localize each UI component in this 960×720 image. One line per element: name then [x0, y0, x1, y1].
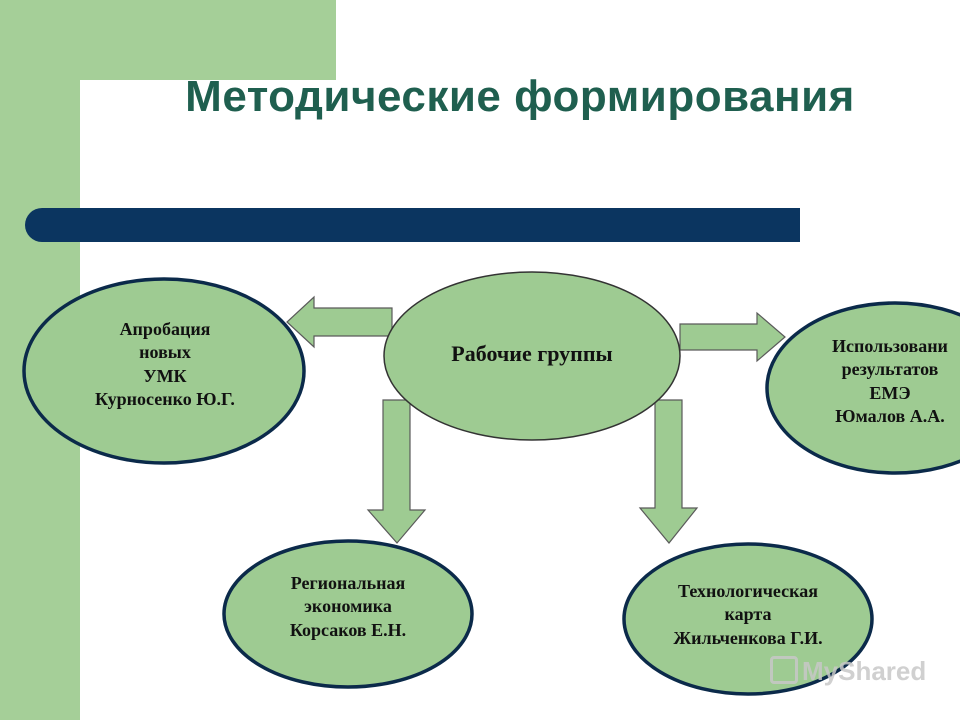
node-bottom-left-line-2: экономика	[304, 596, 392, 617]
node-left-line-3: УМК	[143, 365, 187, 386]
node-right-line-1: Использовани	[832, 336, 948, 356]
arrow-down-left	[366, 399, 427, 544]
node-bottom-right-line-3: Жильченкова Г.И.	[673, 627, 823, 648]
node-bottom-left-line-3: Корсаков Е.Н.	[289, 619, 407, 640]
node-ellipse-left	[22, 277, 306, 465]
node-left-line-2: новых	[139, 342, 191, 363]
node-right-text: Использовани результатов ЕМЭ Юмалов А.А.	[790, 335, 960, 429]
node-bottom-right-line-2: карта	[724, 604, 772, 625]
node-left-text: Апробация новых УМК Курносенко Ю.Г.	[60, 318, 270, 412]
node-left-line-4: Курносенко Ю.Г.	[95, 389, 235, 410]
watermark-text: MyShared	[802, 656, 927, 686]
node-ellipse-bottom-left	[222, 539, 474, 689]
node-bottom-left-text: Региональная экономика Корсаков Е.Н.	[238, 572, 458, 642]
node-bottom-left-line-1: Региональная	[290, 573, 406, 593]
watermark-logo-icon	[770, 656, 798, 684]
center-ellipse	[383, 271, 681, 441]
node-bottom-right-text: Технологическая карта Жильченкова Г.И.	[638, 580, 858, 650]
slide-title: Методические формирования	[185, 72, 855, 121]
center-label-text: Рабочие группы	[451, 341, 613, 366]
center-label: Рабочие группы	[392, 340, 672, 369]
node-ellipse-bottom-right	[622, 542, 874, 696]
node-left-line-1: Апробация	[119, 319, 211, 339]
watermark: MyShared	[770, 656, 926, 687]
node-right-line-2: результатов	[841, 359, 939, 380]
arrow-left	[286, 295, 393, 349]
node-right-line-4: Юмалов А.А.	[835, 406, 945, 427]
node-ellipse-right	[765, 301, 960, 475]
node-bottom-right-line-1: Технологическая	[678, 581, 818, 601]
arrow-right	[679, 311, 786, 363]
node-right-line-3: ЕМЭ	[869, 382, 911, 403]
arrow-down-right	[638, 399, 699, 544]
